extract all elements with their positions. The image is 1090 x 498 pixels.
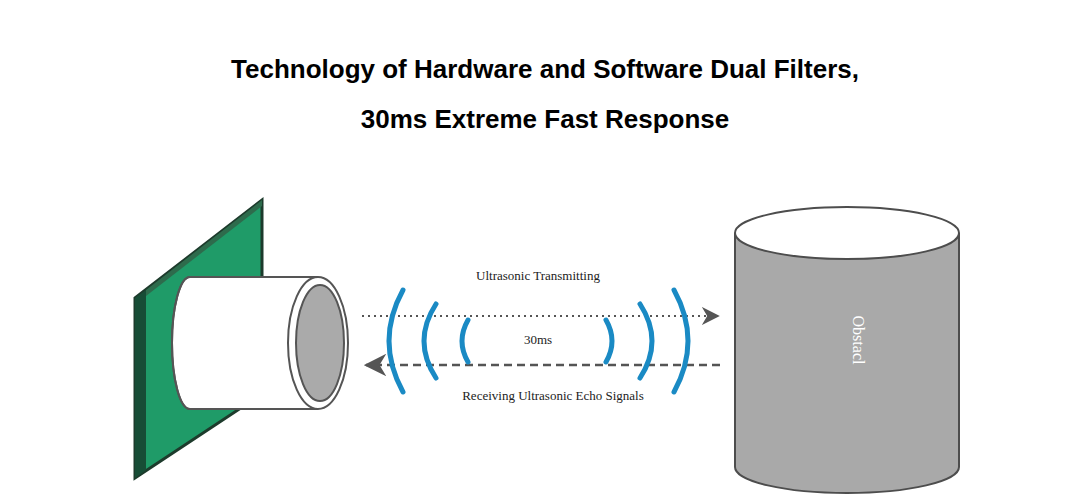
obstacle-cylinder: Obstacl bbox=[733, 206, 961, 494]
echo-label: Receiving Ultrasonic Echo Signals bbox=[462, 388, 644, 404]
transmit-line bbox=[362, 315, 718, 317]
obstacle-label: Obstacl bbox=[849, 316, 867, 365]
cylinder-outline bbox=[733, 206, 961, 494]
sound-waves bbox=[389, 290, 688, 392]
transmit-label: Ultrasonic Transmitting bbox=[476, 268, 600, 284]
ultrasonic-transducer bbox=[172, 277, 348, 409]
page-title: Technology of Hardware and Software Dual… bbox=[199, 44, 892, 144]
time-label: 30ms bbox=[524, 332, 552, 348]
echo-line bbox=[366, 364, 720, 367]
